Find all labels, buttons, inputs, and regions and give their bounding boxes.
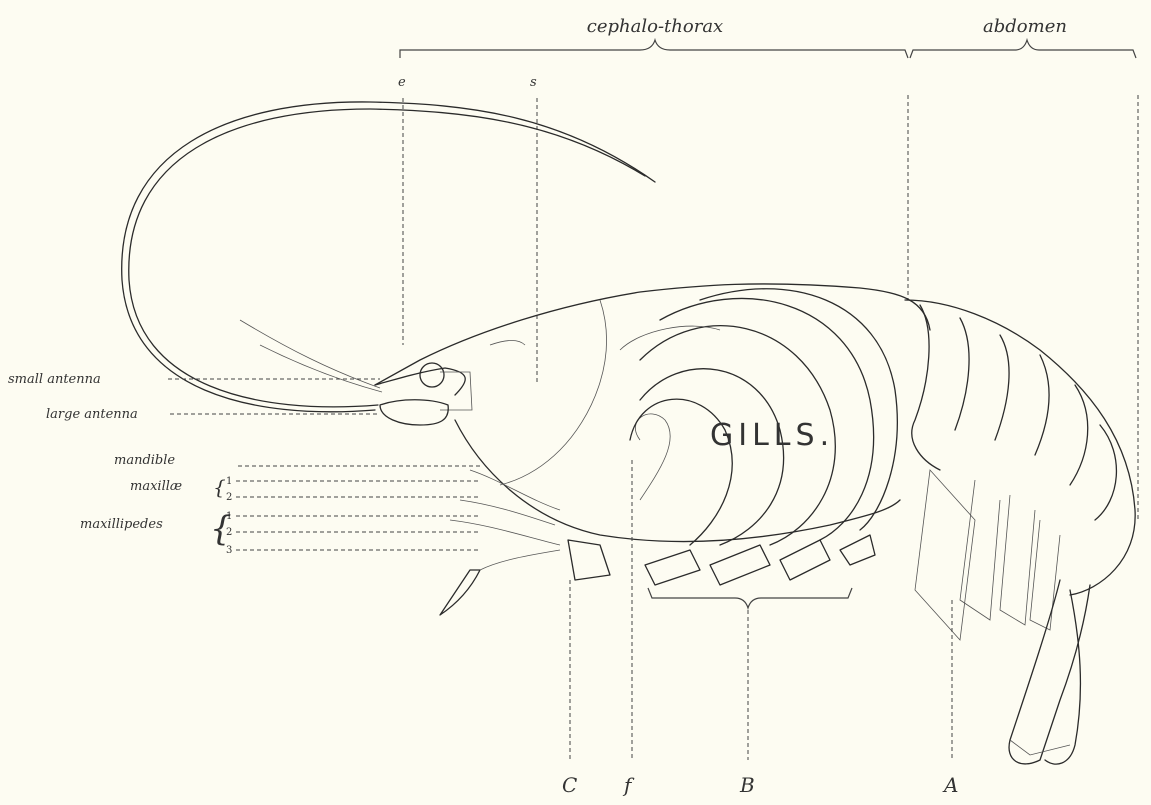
large-antenna-label: large antenna xyxy=(46,407,138,422)
cephalothorax-brace xyxy=(400,40,908,58)
label-A: A xyxy=(942,773,958,797)
label-B: B xyxy=(739,773,755,797)
abdomen-label: abdomen xyxy=(983,16,1067,37)
label-C: C xyxy=(562,773,577,797)
legs-drawing xyxy=(440,470,875,615)
abdomen-drawing xyxy=(905,300,1135,764)
gills-label: GILLS. xyxy=(710,418,834,453)
large-antenna-drawing xyxy=(122,102,655,412)
maxillae-number-1: 1 xyxy=(226,476,232,487)
b-brace xyxy=(648,588,852,608)
label-f: f xyxy=(622,773,635,797)
label-e: e xyxy=(398,75,406,90)
maxillae-label: maxillæ xyxy=(130,479,182,494)
abdomen-brace xyxy=(910,40,1136,58)
maxillipedes-number-2: 2 xyxy=(226,527,232,538)
label-s: s xyxy=(530,75,537,90)
maxillipedes-number-1: 1 xyxy=(226,511,232,522)
maxillipedes-label: maxillipedes xyxy=(80,517,163,532)
maxillipedes-number-3: 3 xyxy=(226,545,232,556)
cephalothorax-label: cephalo-thorax xyxy=(587,16,723,37)
small-antenna-label: small antenna xyxy=(8,372,101,387)
mandible-label: mandible xyxy=(114,453,175,468)
shrimp-body-outline xyxy=(375,284,930,542)
maxillae-number-2: 2 xyxy=(226,492,232,503)
small-antenna-flagella xyxy=(240,320,382,392)
gills-drawing: GILLS. xyxy=(620,289,897,545)
maxillae-brace: { xyxy=(213,475,226,499)
